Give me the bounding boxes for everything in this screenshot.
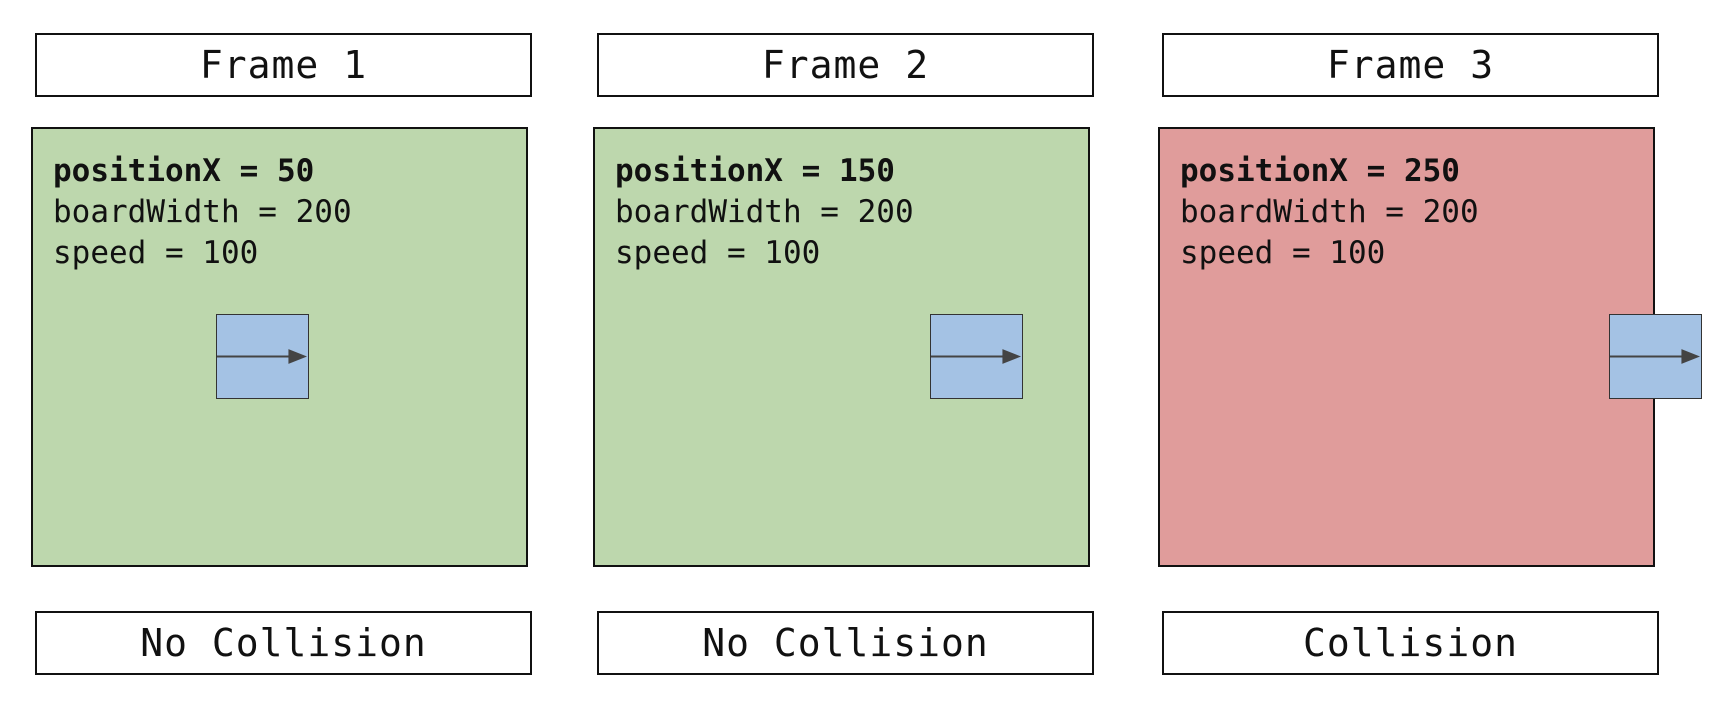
frame-3-position-line: positionX = 250	[1180, 153, 1460, 189]
frame-3-board-width-line: boardWidth = 200	[1180, 194, 1479, 230]
frame-2-variables: positionX = 150 boardWidth = 200 speed =…	[615, 151, 914, 274]
frame-1-board-width-line: boardWidth = 200	[53, 194, 352, 230]
frame-1-status: No Collision	[35, 611, 532, 675]
right-arrow-icon	[1610, 349, 1701, 364]
right-arrow-icon	[931, 349, 1022, 364]
frame-2-board: positionX = 150 boardWidth = 200 speed =…	[593, 127, 1090, 567]
frame-2-speed-line: speed = 100	[615, 235, 821, 271]
frame-3-moving-piece	[1609, 314, 1702, 399]
frame-2-status: No Collision	[597, 611, 1094, 675]
frame-1-speed-line: speed = 100	[53, 235, 259, 271]
frame-2-title: Frame 2	[597, 33, 1094, 97]
frame-2-position-line: positionX = 150	[615, 153, 895, 189]
frame-1-board: positionX = 50 boardWidth = 200 speed = …	[31, 127, 528, 567]
frame-2-board-width-line: boardWidth = 200	[615, 194, 914, 230]
frame-3-title: Frame 3	[1162, 33, 1659, 97]
frame-3-variables: positionX = 250 boardWidth = 200 speed =…	[1180, 151, 1479, 274]
frame-3-status: Collision	[1162, 611, 1659, 675]
frame-2-moving-piece	[930, 314, 1023, 399]
frame-3-speed-line: speed = 100	[1180, 235, 1386, 271]
frame-1-position-line: positionX = 50	[53, 153, 315, 189]
frame-3-board: positionX = 250 boardWidth = 200 speed =…	[1158, 127, 1702, 567]
frame-1-variables: positionX = 50 boardWidth = 200 speed = …	[53, 151, 352, 274]
right-arrow-icon	[217, 349, 308, 364]
frame-1-title: Frame 1	[35, 33, 532, 97]
frame-1-moving-piece	[216, 314, 309, 399]
